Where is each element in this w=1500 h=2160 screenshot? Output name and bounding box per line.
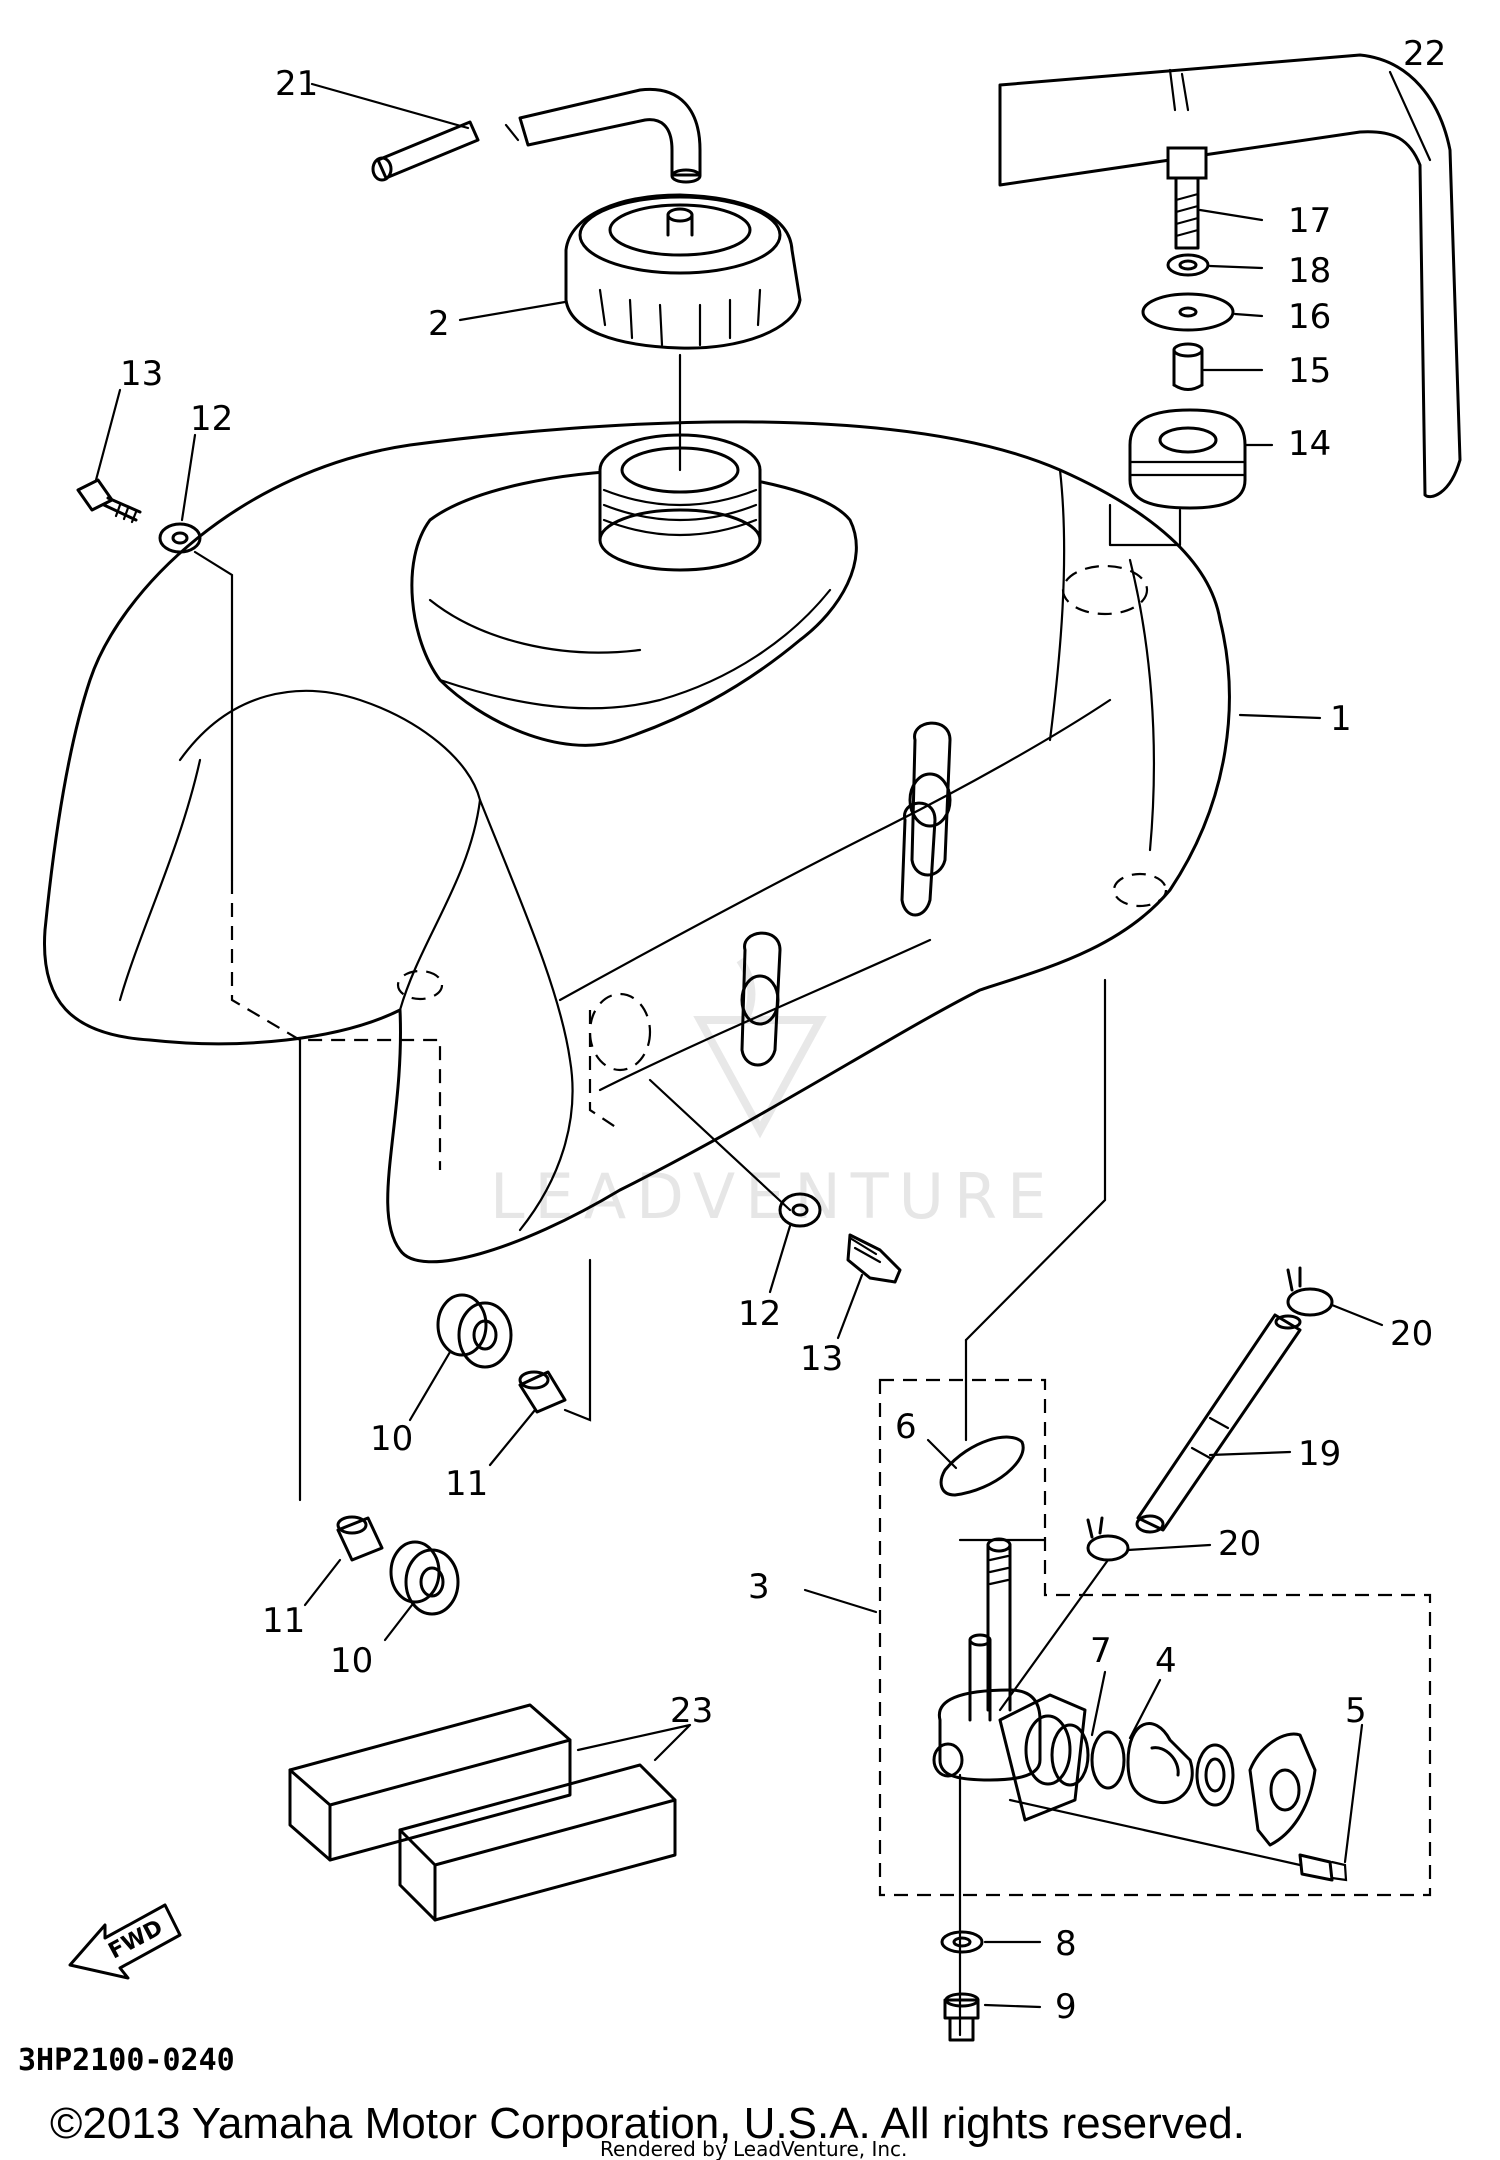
callout-12-front: 12 [190,399,233,439]
callout-18: 18 [1288,251,1331,291]
callout-10-upper: 10 [370,1419,413,1459]
callout-labels: 21 22 2 17 18 16 15 14 13 12 1 12 13 20 … [120,34,1446,2027]
callout-3: 3 [748,1567,770,1607]
callout-20-lower: 20 [1218,1524,1261,1564]
callout-5: 5 [1345,1691,1367,1731]
callout-19: 19 [1298,1434,1341,1474]
side-mount-bolt [648,1078,902,1340]
callout-14: 14 [1288,424,1331,464]
watermark-text: LEADVENTURE [490,1160,1056,1233]
callout-10-lower: 10 [330,1641,373,1681]
tank-band [998,53,1462,499]
callout-13-front: 13 [120,354,163,394]
callout-20-upper: 20 [1390,1314,1433,1354]
drain-washer-screw [940,1930,1042,2042]
tank-pads [288,1703,692,1922]
callout-15: 15 [1288,351,1331,391]
callout-11-upper: 11 [445,1464,488,1504]
callout-8: 8 [1055,1924,1077,1964]
callout-1: 1 [1330,699,1352,739]
callout-9: 9 [1055,1987,1077,2027]
fuel-cap [458,193,802,472]
diagram-code: 3HP2100-0240 [18,2043,235,2078]
callout-6: 6 [895,1407,917,1447]
rear-damper-set-a [408,1258,592,1467]
callout-23: 23 [670,1691,713,1731]
watermark: LEADVENTURE [490,957,1056,1233]
copyright-notice: ©2013 Yamaha Motor Corporation, U.S.A. A… [50,2099,1245,2148]
callout-13-side: 13 [800,1339,843,1379]
forward-direction-arrow: FWD [68,1903,182,1980]
callout-21: 21 [275,64,318,104]
rear-damper-set-b [298,1038,460,1642]
band-bolt-stack [1108,146,1274,547]
callout-2: 2 [428,304,450,344]
rendered-by-note: Rendered by LeadVenture, Inc. [600,2137,907,2160]
fuel-tank [42,420,1322,1264]
front-mount-bolt [76,388,234,882]
callout-16: 16 [1288,297,1331,337]
callout-7: 7 [1090,1631,1112,1671]
breather-hose [310,82,702,184]
callout-12-side: 12 [738,1294,781,1334]
fuel-cock-assembly [803,978,1432,2037]
callout-17: 17 [1288,201,1331,241]
callout-11-lower: 11 [262,1601,305,1641]
callout-22: 22 [1403,34,1446,74]
fuel-hose [998,1266,1384,1712]
callout-4: 4 [1155,1641,1177,1681]
